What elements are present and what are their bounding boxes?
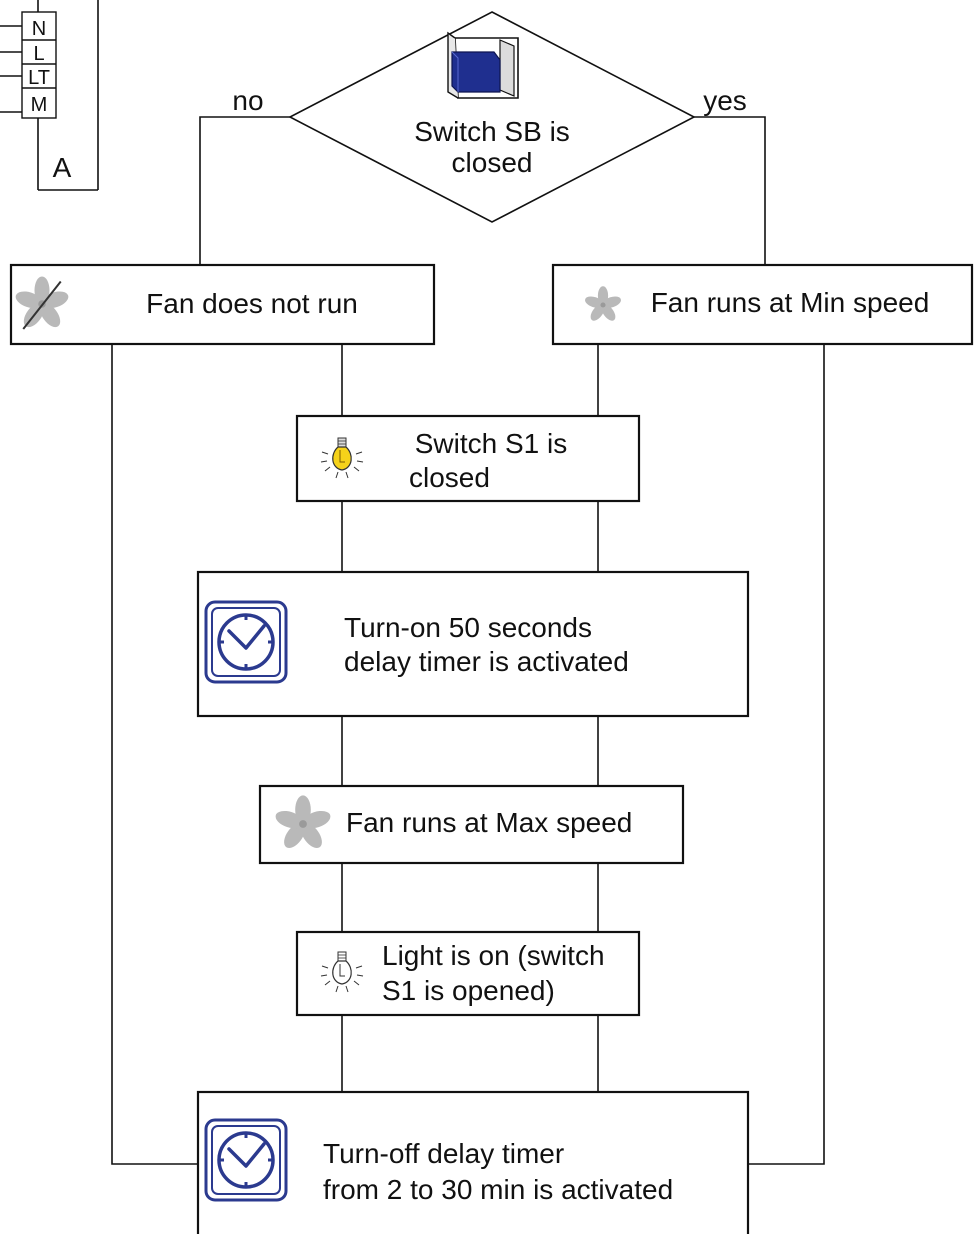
fan-off-icon [13,276,71,331]
connectors [111,116,825,1165]
lit-bulb-icon [320,437,364,479]
terminal-l: L [33,43,44,65]
step-light-on: Light is on (switch S1 is opened) [295,930,641,1017]
light-on-line1: Light is on (switch [382,940,605,971]
fan-min-text: Fan runs at Min speed [651,287,930,318]
terminal-m: M [31,94,48,116]
s1-closed-line1: Switch S1 is [415,428,568,459]
decision-switch-sb: Switch SB is closed no yes [232,11,747,223]
terminal-lt: LT [28,67,50,89]
terminal-block-label: A [53,152,72,183]
turn-on-timer-line2: delay timer is activated [344,646,629,677]
terminal-n: N [32,18,46,40]
bulb-outline-icon [320,951,364,993]
clock-icon [204,1118,288,1202]
rocker-switch-icon [447,31,519,99]
step-s1-closed: Switch S1 is closed [295,414,641,503]
fan-not-run-text: Fan does not run [146,288,358,319]
step-fan-max: Fan runs at Max speed [258,784,685,865]
terminal-block: N L LT M A [0,0,99,191]
decision-yes-label: yes [703,85,747,116]
step-fan-min: Fan runs at Min speed [551,263,974,346]
decision-text-line2: closed [452,147,533,178]
step-turn-off-timer: Turn-off delay timer from 2 to 30 min is… [196,1090,750,1234]
decision-no-label: no [232,85,263,116]
fan-max-text: Fan runs at Max speed [346,807,632,838]
turn-off-timer-line1: Turn-off delay timer [323,1138,564,1169]
decision-text-line1: Switch SB is [414,116,570,147]
turn-on-timer-line1: Turn-on 50 seconds [344,612,592,643]
clock-icon [204,600,288,684]
step-turn-on-timer: Turn-on 50 seconds delay timer is activa… [196,570,750,718]
s1-closed-line2: closed [409,462,490,493]
turn-off-timer-line2: from 2 to 30 min is activated [323,1174,673,1205]
step-fan-not-run: Fan does not run [9,263,436,346]
light-on-line2: S1 is opened) [382,975,555,1006]
